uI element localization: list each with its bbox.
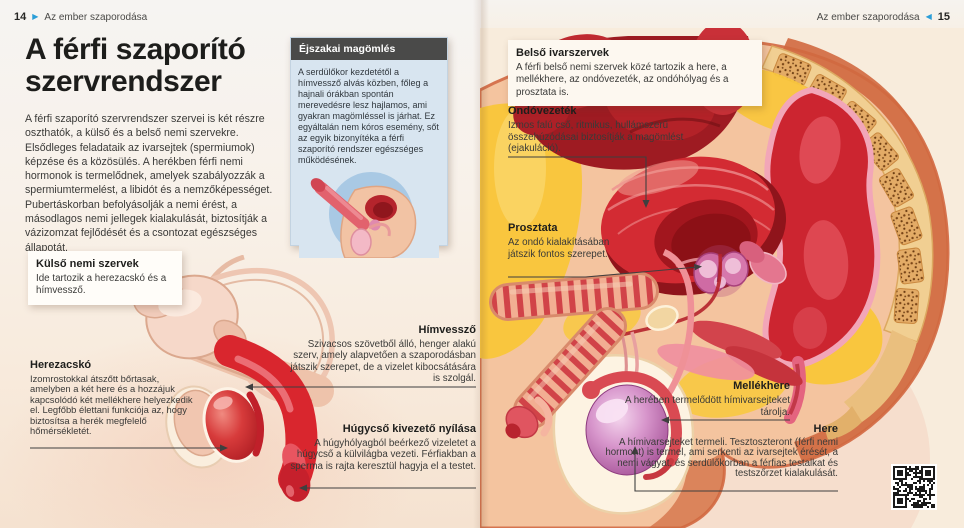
label-body: Izmos falú cső, ritmikus, hullámszerű ös… bbox=[508, 120, 684, 155]
section-title-left: Az ember szaporodása bbox=[44, 11, 148, 23]
label-title: Hímvessző bbox=[418, 324, 476, 336]
label-hugycso: Húgycső kivezető nyílása A húgyhólyagból… bbox=[290, 423, 476, 472]
penis-shaft-striped bbox=[505, 307, 627, 439]
label-herezacsko: Herezacskó Izomrostokkal átszőtt bőrtasa… bbox=[30, 359, 202, 437]
info-box-belso-ivarszervek: Belső ivarszervek A férfi belső nemi sze… bbox=[508, 40, 762, 107]
label-body: A hímivarsejteket termeli. Tesztoszteron… bbox=[605, 437, 838, 480]
label-prosztata: Prosztata Az ondó kialakításában játszik… bbox=[508, 222, 620, 260]
info-box-body: A férfi belső nemi szervek közé tartozik… bbox=[516, 62, 729, 98]
page-title: A férfi szaporító szervrendszer bbox=[25, 33, 246, 98]
penis-root-striped bbox=[489, 272, 659, 321]
label-body: Izomrostokkal átszőtt bőrtasak, amelyben… bbox=[30, 373, 193, 437]
section-title-right: Az ember szaporodása bbox=[816, 11, 920, 23]
label-body: A herében termelődött hímivarsejteket tá… bbox=[624, 395, 790, 418]
label-title: Mellékhere bbox=[733, 380, 790, 392]
page-left: 14 ▶ Az ember szaporodása A férfi szapor… bbox=[0, 0, 481, 528]
info-box-body: A serdülőkor kezdetétől a hímvessző alvá… bbox=[298, 67, 439, 165]
info-box-kulso-nemi-szervek: Külső nemi szervek Ide tartozik a hereza… bbox=[28, 251, 182, 305]
pubic-bone bbox=[645, 305, 679, 331]
intro-paragraph: A férfi szaporító szervrendszer szervei … bbox=[25, 113, 273, 254]
label-body: Szivacsos szövetből álló, henger alakú s… bbox=[290, 339, 476, 385]
info-box-title: Éjszakai magömlés bbox=[291, 38, 447, 60]
label-body: Az ondó kialakításában játszik fontos sz… bbox=[508, 237, 610, 260]
pelvic-floor-muscles bbox=[657, 320, 803, 386]
label-title: Herezacskó bbox=[30, 359, 92, 371]
qr-modules bbox=[893, 466, 935, 508]
vertebrae bbox=[772, 53, 925, 325]
label-body: A húgyhólyagból beérkező vizeletet a húg… bbox=[290, 438, 476, 472]
external-genitals-illustration bbox=[132, 255, 335, 502]
info-box-title: Külső nemi szervek bbox=[36, 258, 139, 270]
page-marker-right-icon: ▶ bbox=[32, 12, 39, 21]
penis-shaft bbox=[214, 335, 318, 502]
qr-code bbox=[891, 464, 937, 510]
info-box-body: Ide tartozik a herezacskó és a hímvessző… bbox=[36, 273, 167, 297]
page-number-left: 14 bbox=[14, 11, 27, 23]
label-mellekhere: Mellékhere A herében termelődött hímivar… bbox=[615, 380, 790, 418]
erection-diagram-illustration bbox=[299, 169, 439, 258]
label-himvesszo: Hímvessző Szivacsos szövetből álló, heng… bbox=[290, 324, 476, 384]
running-header-left: 14 ▶ Az ember szaporodása bbox=[14, 11, 147, 23]
label-title: Here bbox=[813, 423, 838, 435]
info-box-ejszakai-magomles: Éjszakai magömlés A serdülőkor kezdetétő… bbox=[290, 37, 448, 258]
page-number-right: 15 bbox=[937, 11, 950, 23]
running-header-right: Az ember szaporodása ◀ 15 bbox=[817, 11, 950, 23]
label-title: Ondóvezeték bbox=[508, 105, 577, 117]
info-box-title: Belső ivarszervek bbox=[516, 47, 609, 59]
page-marker-left-icon: ◀ bbox=[925, 12, 932, 21]
seminal-vesicle bbox=[739, 241, 787, 285]
testicle bbox=[202, 387, 265, 463]
rectum bbox=[762, 86, 881, 424]
label-title: Prosztata bbox=[508, 222, 558, 234]
page-gutter bbox=[473, 0, 489, 528]
label-title: Húgycső kivezető nyílása bbox=[342, 423, 476, 435]
label-here: Here A hímivarsejteket termeli. Tesztosz… bbox=[598, 423, 838, 480]
label-ondovezetek: Ondóvezeték Izmos falú cső, ritmikus, hu… bbox=[508, 105, 694, 155]
